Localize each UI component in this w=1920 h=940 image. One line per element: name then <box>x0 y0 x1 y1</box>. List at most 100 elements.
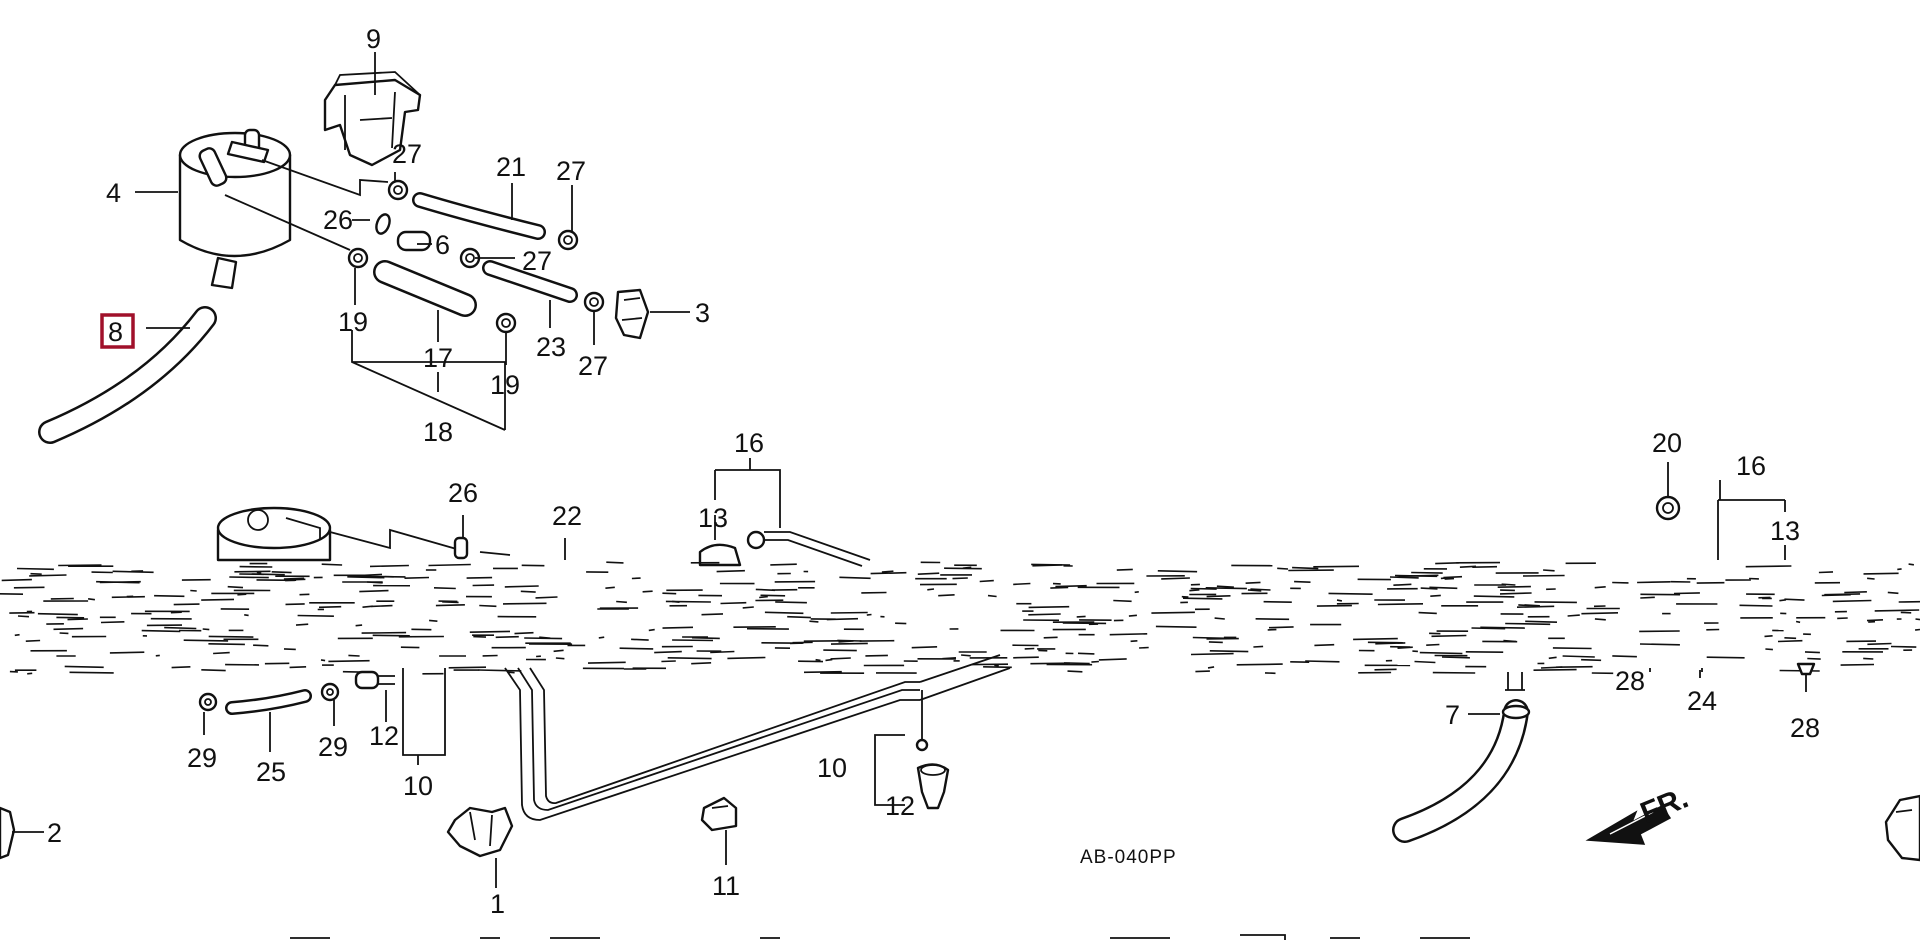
label-26a[interactable]: 26 <box>323 205 353 235</box>
noise-stroke <box>1314 643 1335 647</box>
label-8[interactable]: 8 <box>108 317 123 347</box>
noise-stroke <box>1250 588 1271 591</box>
label-16a[interactable]: 16 <box>734 428 764 458</box>
clip-part-2[interactable] <box>0 806 16 860</box>
noise-stroke <box>1091 660 1099 663</box>
clip-part-3[interactable] <box>614 288 650 340</box>
noise-stroke <box>1062 622 1107 625</box>
noise-stroke <box>917 572 940 575</box>
label-29a[interactable]: 29 <box>187 743 217 773</box>
label-28b[interactable]: 28 <box>1790 713 1820 743</box>
label-28a[interactable]: 28 <box>1615 666 1645 696</box>
clip-part-11[interactable] <box>700 796 738 832</box>
line-16a[interactable] <box>746 530 871 567</box>
label-10b[interactable]: 10 <box>817 753 847 783</box>
noise-stroke <box>67 618 88 621</box>
label-4[interactable]: 4 <box>106 178 121 208</box>
clamp-part-29b[interactable] <box>320 682 340 702</box>
label-12b[interactable]: 12 <box>885 791 915 821</box>
noise-stroke <box>1807 657 1821 660</box>
canister-part-4[interactable] <box>178 128 292 290</box>
clamp-part-29a[interactable] <box>198 692 218 712</box>
clamp-part-27b[interactable] <box>557 229 579 251</box>
label-6[interactable]: 6 <box>435 230 450 260</box>
label-16b[interactable]: 16 <box>1736 451 1766 481</box>
label-22[interactable]: 22 <box>552 501 582 531</box>
label-19a[interactable]: 19 <box>338 307 368 337</box>
noise-stroke <box>1818 571 1834 574</box>
noise-stroke <box>1765 648 1773 651</box>
hose-part-25[interactable] <box>225 689 312 715</box>
valve-part-12b[interactable] <box>916 763 950 810</box>
connector-part-6[interactable] <box>396 230 432 252</box>
clip-part-26a[interactable] <box>374 213 392 236</box>
label-9[interactable]: 9 <box>366 24 381 54</box>
label-27c[interactable]: 27 <box>522 246 552 276</box>
fuel-pump[interactable] <box>216 506 332 562</box>
scan-noise-band <box>0 561 1920 675</box>
label-25[interactable]: 25 <box>256 757 286 787</box>
grommet-part-12a[interactable] <box>354 670 395 690</box>
noise-stroke <box>287 578 306 581</box>
fuel-lines-part-10[interactable] <box>504 654 1011 821</box>
clamp-part-27a[interactable] <box>387 179 409 201</box>
hose-part-7[interactable] <box>1392 699 1531 843</box>
noise-stroke <box>764 611 804 615</box>
clamp-part-19b[interactable] <box>495 312 517 334</box>
clamp-part-27d[interactable] <box>583 291 605 313</box>
noise-stroke <box>1130 640 1138 643</box>
label-23[interactable]: 23 <box>536 332 566 362</box>
filter-part-13a[interactable] <box>698 543 742 567</box>
label-27d[interactable]: 27 <box>578 351 608 381</box>
bracket-part-9[interactable] <box>323 71 422 167</box>
label-29b[interactable]: 29 <box>318 732 348 762</box>
noise-stroke <box>1441 656 1470 659</box>
noise-stroke <box>359 589 389 593</box>
label-27a[interactable]: 27 <box>392 139 422 169</box>
noise-stroke <box>508 671 515 674</box>
noise-stroke <box>1430 594 1441 597</box>
label-2[interactable]: 2 <box>47 818 62 848</box>
noise-stroke <box>1205 587 1247 590</box>
noise-stroke <box>1216 585 1234 588</box>
clip-part-28b[interactable] <box>1796 662 1816 676</box>
edge-bracket-right[interactable] <box>1884 794 1920 862</box>
bracket-part-1[interactable] <box>446 806 514 858</box>
tube-part-17[interactable] <box>373 260 477 317</box>
label-13a[interactable]: 13 <box>698 503 728 533</box>
noise-stroke <box>1505 622 1551 626</box>
label-26b[interactable]: 26 <box>448 478 478 508</box>
label-18[interactable]: 18 <box>423 417 453 447</box>
noise-stroke <box>1524 604 1540 607</box>
label-13b[interactable]: 13 <box>1770 516 1800 546</box>
hose-part-21[interactable] <box>412 192 546 240</box>
nut-part-20[interactable] <box>1655 495 1681 521</box>
hose-part-23[interactable] <box>482 260 578 303</box>
label-10a[interactable]: 10 <box>403 771 433 801</box>
label-20[interactable]: 20 <box>1652 428 1682 458</box>
noise-stroke <box>1832 599 1872 603</box>
label-27b[interactable]: 27 <box>556 156 586 186</box>
label-7[interactable]: 7 <box>1445 700 1460 730</box>
label-3[interactable]: 3 <box>695 298 710 328</box>
label-19b[interactable]: 19 <box>490 370 520 400</box>
noise-stroke <box>1076 615 1086 618</box>
label-1[interactable]: 1 <box>490 889 505 919</box>
clamp-part-27c[interactable] <box>459 247 481 269</box>
label-21[interactable]: 21 <box>496 152 526 182</box>
noise-stroke <box>283 648 296 651</box>
noise-stroke <box>112 570 154 574</box>
clamp-part-19a[interactable] <box>347 247 369 269</box>
label-12a[interactable]: 12 <box>369 721 399 751</box>
noise-stroke <box>1116 568 1133 571</box>
noise-stroke <box>87 598 96 601</box>
hose-part-8[interactable] <box>38 306 217 444</box>
noise-stroke <box>349 575 394 578</box>
label-11[interactable]: 11 <box>712 871 740 901</box>
noise-stroke <box>927 588 935 591</box>
label-17[interactable]: 17 <box>423 343 453 373</box>
noise-stroke <box>109 651 145 654</box>
label-24[interactable]: 24 <box>1687 686 1717 716</box>
clip-part-26b[interactable] <box>453 536 469 560</box>
noise-stroke <box>318 605 342 609</box>
